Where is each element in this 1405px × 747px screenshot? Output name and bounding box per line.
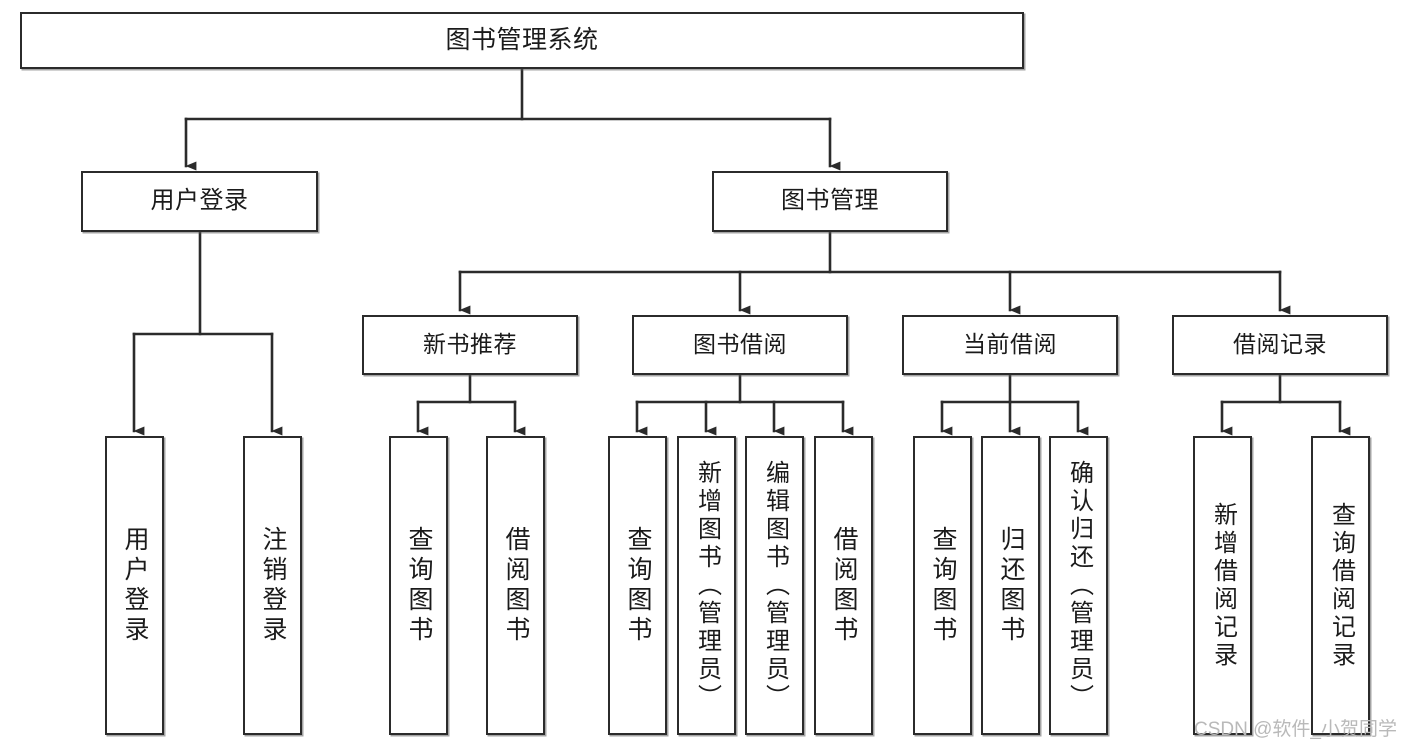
node-leaf-query-book-2[interactable]: 查询图书 — [608, 436, 667, 735]
node-leaf-borrow-book-2[interactable]: 借阅图书 — [814, 436, 873, 735]
node-leaf-borrow-book-2-label: 借阅图书 — [830, 525, 858, 646]
node-leaf-query-record[interactable]: 查询借阅记录 — [1311, 436, 1370, 735]
node-leaf-confirm-return-label: 确认归还（管理员） — [1065, 459, 1093, 712]
node-current-borrow[interactable]: 当前借阅 — [902, 315, 1118, 375]
node-root-label: 图书管理系统 — [445, 25, 599, 54]
node-leaf-query-book-3[interactable]: 查询图书 — [913, 436, 972, 735]
node-current-borrow-label: 当前借阅 — [963, 331, 1057, 358]
node-leaf-query-book-2-label: 查询图书 — [624, 525, 652, 646]
node-root[interactable]: 图书管理系统 — [20, 12, 1024, 69]
node-leaf-return-book[interactable]: 归还图书 — [981, 436, 1040, 735]
node-leaf-add-record-label: 新增借阅记录 — [1209, 501, 1237, 670]
node-leaf-borrow-book-1-label: 借阅图书 — [502, 525, 530, 646]
node-book-borrow[interactable]: 图书借阅 — [632, 315, 848, 375]
node-leaf-edit-book-label: 编辑图书（管理员） — [761, 459, 789, 712]
node-new-book-rec-label: 新书推荐 — [423, 331, 517, 358]
node-book-mgmt-label: 图书管理 — [781, 187, 879, 215]
watermark-text: CSDN @软件_小贺同学 — [1194, 719, 1397, 740]
node-leaf-add-record[interactable]: 新增借阅记录 — [1193, 436, 1252, 735]
node-leaf-query-book-1-label: 查询图书 — [405, 525, 433, 646]
node-leaf-user-login[interactable]: 用户登录 — [105, 436, 164, 735]
node-leaf-return-book-label: 归还图书 — [997, 525, 1025, 646]
node-leaf-add-book-label: 新增图书（管理员） — [693, 459, 721, 712]
node-leaf-edit-book[interactable]: 编辑图书（管理员） — [745, 436, 804, 735]
node-leaf-query-book-3-label: 查询图书 — [929, 525, 957, 646]
node-leaf-add-book[interactable]: 新增图书（管理员） — [677, 436, 736, 735]
node-leaf-user-login-label: 用户登录 — [121, 525, 149, 646]
node-new-book-rec[interactable]: 新书推荐 — [362, 315, 578, 375]
node-leaf-query-record-label: 查询借阅记录 — [1327, 501, 1355, 670]
node-leaf-borrow-book-1[interactable]: 借阅图书 — [486, 436, 545, 735]
node-leaf-confirm-return[interactable]: 确认归还（管理员） — [1049, 436, 1108, 735]
node-leaf-logout[interactable]: 注销登录 — [243, 436, 302, 735]
node-borrow-record-label: 借阅记录 — [1233, 331, 1327, 358]
node-user-login-label: 用户登录 — [150, 187, 249, 215]
node-book-borrow-label: 图书借阅 — [693, 331, 787, 358]
node-leaf-logout-label: 注销登录 — [259, 525, 287, 646]
node-borrow-record[interactable]: 借阅记录 — [1172, 315, 1388, 375]
node-user-login[interactable]: 用户登录 — [81, 171, 318, 232]
node-leaf-query-book-1[interactable]: 查询图书 — [389, 436, 448, 735]
node-book-mgmt[interactable]: 图书管理 — [712, 171, 948, 232]
